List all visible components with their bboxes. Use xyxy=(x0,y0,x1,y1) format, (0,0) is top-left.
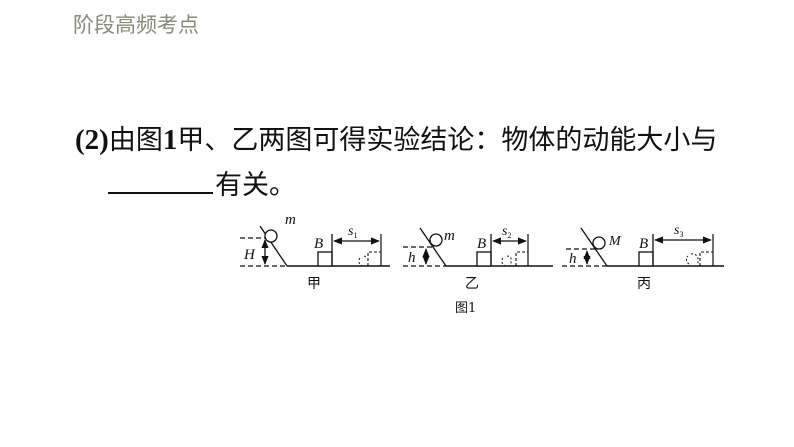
section-title: 阶段高频考点 xyxy=(73,13,199,37)
panel-yi: h m B s2 乙 xyxy=(403,224,553,292)
panel-name: 甲 xyxy=(307,276,321,292)
incline xyxy=(259,225,288,267)
answer-line: 有关。 xyxy=(108,163,296,202)
height-label: h xyxy=(569,251,577,267)
block xyxy=(638,251,654,267)
ball-final-dashed xyxy=(358,255,368,267)
question-text-part2: 甲、乙两图可得实验结论：物体的动能大小与 xyxy=(177,125,718,156)
height-label: H xyxy=(243,247,256,263)
block-label: B xyxy=(314,236,323,252)
question-number: (2) xyxy=(75,124,109,156)
distance-label: s1 xyxy=(348,224,357,240)
mass-label: M xyxy=(608,234,622,249)
block-label: B xyxy=(477,236,486,252)
block-final-dashed xyxy=(367,251,381,266)
figure-reference: 1 xyxy=(162,124,178,156)
block xyxy=(317,251,333,267)
answer-blank[interactable] xyxy=(108,164,213,194)
ball-final-dashed xyxy=(685,253,699,265)
panel-jia: H m B s1 甲 xyxy=(240,212,390,292)
question-text: (2)由图1甲、乙两图可得实验结论：物体的动能大小与 xyxy=(75,118,717,157)
panel-name: 乙 xyxy=(465,276,479,292)
block-final-dashed xyxy=(515,251,528,266)
panel-bing: h M B s3 丙 xyxy=(562,223,724,292)
panel-name: 丙 xyxy=(637,276,651,292)
mass-label: m xyxy=(444,228,455,244)
block-label: B xyxy=(639,236,648,252)
ball-final-dashed xyxy=(501,255,512,267)
question-text-part1: 由图 xyxy=(108,125,163,156)
distance-label: s3 xyxy=(674,223,683,239)
block-final-dashed xyxy=(699,251,713,266)
ball xyxy=(264,229,278,243)
incline xyxy=(419,227,447,267)
block xyxy=(476,251,492,267)
height-label: h xyxy=(408,250,416,266)
figure-caption: 图1 xyxy=(455,301,476,316)
answer-suffix: 有关。 xyxy=(215,170,296,201)
ball xyxy=(592,236,606,250)
distance-label: s2 xyxy=(502,224,511,240)
mass-label: m xyxy=(285,212,296,228)
ball xyxy=(429,233,443,247)
